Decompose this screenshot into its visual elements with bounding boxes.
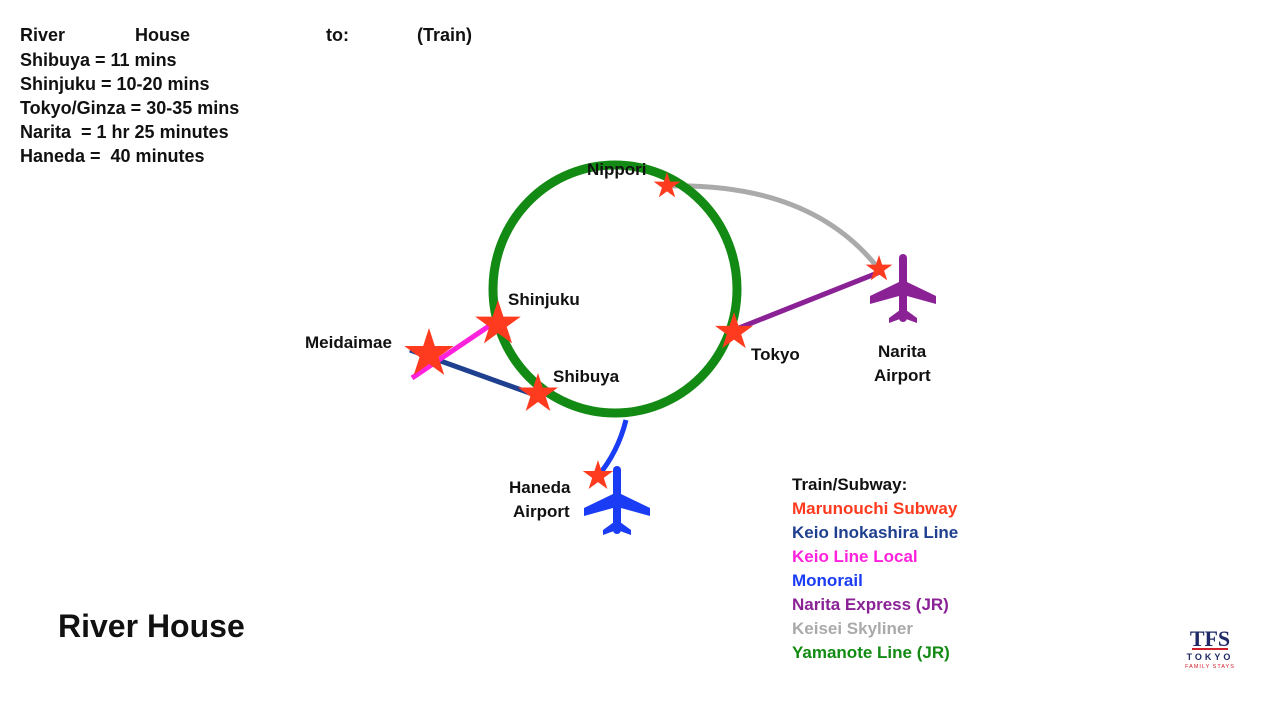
- travel-time-tokyo: Tokyo/Ginza = 30-35 mins: [20, 98, 240, 118]
- label-meidaimae: Meidaimae: [305, 333, 392, 352]
- tokyo-family-stays-logo: TFS TOKYO FAMILY STAYS: [1185, 626, 1235, 670]
- header-house: House: [135, 25, 191, 45]
- travel-times-list: Shibuya = 11 mins Shinjuku = 10-20 mins …: [20, 48, 239, 168]
- legend-item-monorail: Monorail: [792, 571, 863, 590]
- label-shinjuku: Shinjuku: [508, 290, 580, 309]
- label-shibuya: Shibuya: [553, 367, 620, 386]
- legend-item-keio-inokashira: Keio Inokashira Line: [792, 523, 959, 542]
- logo-brand: TOKYO: [1187, 652, 1234, 662]
- legend-item-keisei-skyliner: Keisei Skyliner: [792, 619, 913, 638]
- label-haneda-line2: Airport: [513, 502, 570, 521]
- legend-item-marunouchi: Marunouchi Subway: [792, 499, 958, 518]
- legend: Train/Subway: Marunouchi Subway Keio Ino…: [792, 473, 958, 665]
- label-haneda-line1: Haneda: [509, 478, 571, 497]
- header-river: River: [20, 25, 66, 45]
- label-nippori: Nippori: [587, 160, 647, 179]
- header-to: to:: [326, 25, 349, 45]
- logo-tagline: FAMILY STAYS: [1185, 664, 1235, 670]
- travel-time-haneda: Haneda = 40 minutes: [20, 146, 205, 166]
- label-tokyo: Tokyo: [751, 345, 800, 364]
- line-monorail: [596, 419, 629, 478]
- page-title: River House: [58, 608, 245, 644]
- travel-time-shinjuku: Shinjuku = 10-20 mins: [20, 74, 210, 94]
- header-train: (Train): [417, 25, 473, 45]
- line-keisei-skyliner: [665, 183, 880, 270]
- header-row: River House to: (Train): [20, 25, 500, 47]
- label-narita-line1: Narita: [878, 342, 927, 361]
- legend-item-narita-express: Narita Express (JR): [792, 595, 949, 614]
- line-yamanote: [488, 160, 742, 418]
- logo-letters: TFS: [1190, 626, 1230, 651]
- label-narita-line2: Airport: [874, 366, 931, 385]
- travel-time-narita: Narita = 1 hr 25 minutes: [20, 122, 229, 142]
- travel-time-shibuya: Shibuya = 11 mins: [20, 50, 177, 70]
- line-keio-local: [410, 317, 500, 381]
- legend-item-yamanote: Yamanote Line (JR): [792, 643, 950, 662]
- legend-list: Marunouchi Subway Keio Inokashira Line K…: [792, 497, 958, 665]
- legend-title: Train/Subway:: [792, 475, 908, 494]
- legend-item-keio-local: Keio Line Local: [792, 547, 918, 566]
- line-narita-express: [733, 269, 881, 333]
